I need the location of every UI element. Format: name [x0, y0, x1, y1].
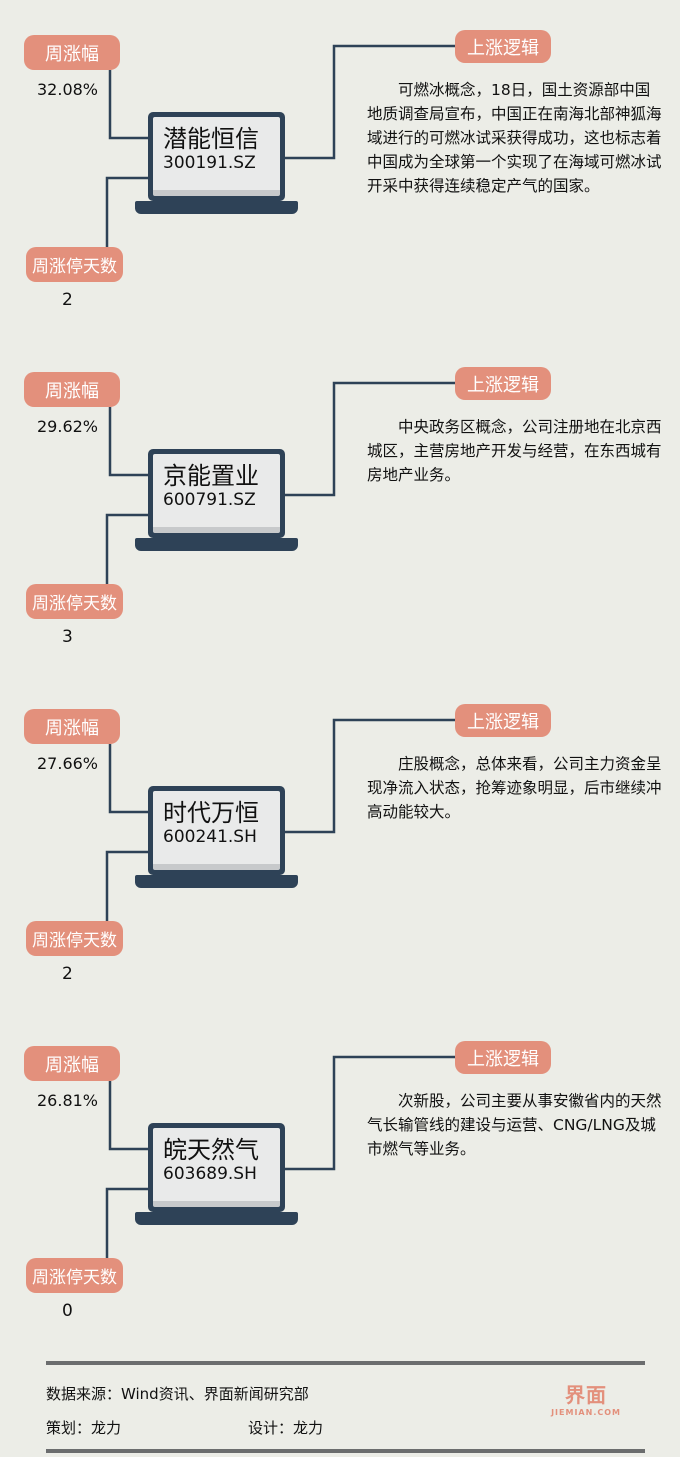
limit-up-days-value: 0: [62, 1301, 73, 1321]
logic-description: 可燃冰概念，18日，国土资源部中国地质调查局宣布，中国正在南海北部神狐海域进行的…: [367, 81, 662, 195]
connector-lines: [105, 718, 455, 923]
weekly-gain-value: 29.62%: [37, 417, 99, 436]
bottom-strip: [0, 1457, 680, 1469]
weekly-gain-value: 32.08%: [37, 80, 99, 99]
stock-section: 周涨幅 32.08% 周涨停天数 2 上涨逻辑 潜能恒信 300191.SZ 可…: [0, 30, 680, 372]
logic-label: 上涨逻辑: [455, 1041, 551, 1074]
data-source: 数据来源：Wind资讯、界面新闻研究部: [46, 1385, 309, 1403]
limit-up-days-label: 周涨停天数: [26, 1258, 123, 1293]
laptop-icon: 京能置业 600791.SZ: [135, 449, 298, 551]
jiemian-logo: 界面 JIEMIAN.COM: [551, 1383, 621, 1417]
stock-section: 周涨幅 26.81% 周涨停天数 0 上涨逻辑 皖天然气 603689.SH 次…: [0, 1041, 680, 1383]
connector-lines: [105, 1055, 455, 1260]
logic-label: 上涨逻辑: [455, 367, 551, 400]
footer: 数据来源：Wind资讯、界面新闻研究部 策划：龙力 设计：龙力 界面 JIEMI…: [46, 1361, 645, 1453]
designer-credit: 设计：龙力: [248, 1419, 324, 1437]
limit-up-days-value: 3: [62, 627, 73, 647]
planner-credit: 策划：龙力: [46, 1419, 122, 1437]
limit-up-days-value: 2: [62, 290, 73, 310]
stock-name: 京能置业: [163, 462, 259, 490]
connector-lines: [105, 44, 455, 249]
limit-up-days-label: 周涨停天数: [26, 584, 123, 619]
stock-section: 周涨幅 29.62% 周涨停天数 3 上涨逻辑 京能置业 600791.SZ 中…: [0, 367, 680, 709]
stock-code: 603689.SH: [163, 1164, 257, 1184]
weekly-gain-value: 27.66%: [37, 754, 99, 773]
logic-description: 次新股，公司主要从事安徽省内的天然气长输管线的建设与运营、CNG/LNG及城市燃…: [367, 1092, 662, 1158]
stock-code: 600791.SZ: [163, 490, 256, 510]
limit-up-days-label: 周涨停天数: [26, 247, 123, 282]
stock-code: 300191.SZ: [163, 153, 256, 173]
logic-label: 上涨逻辑: [455, 704, 551, 737]
weekly-gain-value: 26.81%: [37, 1091, 99, 1110]
stock-name: 皖天然气: [163, 1136, 259, 1164]
weekly-gain-label: 周涨幅: [24, 35, 120, 70]
limit-up-days-value: 2: [62, 964, 73, 984]
logic-description: 庄股概念，总体来看，公司主力资金呈现净流入状态，抢筹迹象明显，后市继续冲高动能较…: [367, 755, 662, 821]
laptop-icon: 皖天然气 603689.SH: [135, 1123, 298, 1225]
laptop-icon: 潜能恒信 300191.SZ: [135, 112, 298, 214]
logic-description: 中央政务区概念，公司注册地在北京西城区，主营房地产开发与经营，在东西城有房地产业…: [367, 418, 662, 484]
weekly-gain-label: 周涨幅: [24, 709, 120, 744]
logic-label: 上涨逻辑: [455, 30, 551, 63]
weekly-gain-label: 周涨幅: [24, 372, 120, 407]
connector-lines: [105, 381, 455, 586]
stock-code: 600241.SH: [163, 827, 257, 847]
stock-name: 时代万恒: [163, 799, 259, 827]
stock-section: 周涨幅 27.66% 周涨停天数 2 上涨逻辑 时代万恒 600241.SH 庄…: [0, 704, 680, 1046]
limit-up-days-label: 周涨停天数: [26, 921, 123, 956]
stock-name: 潜能恒信: [163, 125, 259, 153]
weekly-gain-label: 周涨幅: [24, 1046, 120, 1081]
laptop-icon: 时代万恒 600241.SH: [135, 786, 298, 888]
